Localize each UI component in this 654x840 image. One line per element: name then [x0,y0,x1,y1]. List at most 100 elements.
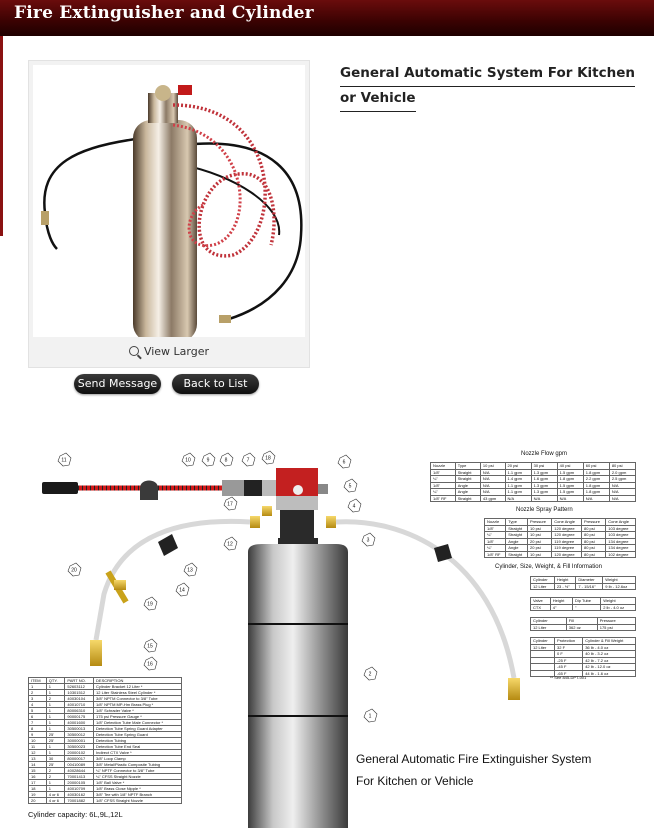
svg-text:14: 14 [179,588,185,594]
table-cell: 80 psi [580,524,607,532]
system-diagram: 11 10 9 8 7 18 6 5 4 17 3 12 13 14 20 19… [22,444,642,836]
product-title-line-2: or Vehicle [340,87,416,112]
callout-18: 18 [261,450,276,465]
table-cell: 42 lb - 12.0 oz [582,663,636,671]
back-to-list-button[interactable]: Back to List [172,374,259,394]
svg-text:1: 1 [369,714,372,720]
table-cell: 23 - ½" [553,582,577,590]
table-cell: 102 degree [605,550,636,558]
table-cell: 12 Liter [530,623,567,631]
table-cell: 40 lb - 3.2 oz [582,650,636,658]
table-header-cell: Weight [602,576,636,584]
table-cell: 120 degree [551,550,582,558]
table-cell: 134 degree [605,544,636,552]
send-message-button[interactable]: Send Message [74,374,161,394]
table-header-cell: Weight [600,597,636,605]
table-cell: ¼" [483,544,507,552]
view-larger-link[interactable]: View Larger [29,345,309,358]
page-title: Fire Extinguisher and Cylinder [14,3,314,23]
table-header-cell: Protection [554,637,584,645]
table-header-cell: Nozzle [483,518,507,526]
table-header-cell: Cylinder [530,576,555,584]
table-cell: N/A [504,494,532,502]
table-cell: 70001882 [64,797,95,804]
cylinder-info-title: Cylinder, Size, Weight, & Fill Informati… [495,564,602,570]
product-title-line-1: General Automatic System For Kitchen [340,62,636,87]
svg-text:11: 11 [61,458,66,464]
svg-text:16: 16 [147,662,153,668]
callout-1: 1 [363,708,378,723]
product-title: General Automatic System For Kitchen or … [340,62,640,112]
table-header-cell: Pressure [527,518,553,526]
table-cell: " [571,603,602,611]
svg-text:12: 12 [227,542,233,548]
svg-text:20: 20 [71,568,77,574]
table-cell: 20 psi [527,544,553,552]
table-cell: 103 degree [605,524,636,532]
table-header-cell: Cone Angle [605,518,636,526]
callout-19: 19 [143,596,158,611]
callout-2: 2 [363,666,378,681]
table-cell: 42 lb - 7.2 oz [582,656,636,664]
svg-text:18: 18 [265,456,271,462]
caption-line-1: General Automatic Fire Extinguisher Syst… [356,752,592,766]
svg-text:9: 9 [207,458,210,464]
table-cell: 1/8" [483,524,507,532]
table-cell: 43 gpm [479,494,506,502]
table-cell: 1/8" [483,537,507,545]
callout-16: 16 [143,656,158,671]
table-cell: 80 psi [580,531,607,539]
caption-line-2: For Kitchen or Vehicle [356,774,474,788]
see-note: ** See 845-DPT-001 [550,675,587,680]
callout-12: 12 [223,536,238,551]
table-cell: 10 psi [527,531,553,539]
table-cell: CTX [530,603,551,611]
table-cell: N/A [530,494,558,502]
table-cell: 44 lb - 1.6 oz [582,669,636,677]
table-cell: Straight [505,550,529,558]
svg-text:17: 17 [227,502,233,508]
table-cell: 4" [549,603,573,611]
magnifier-icon [128,346,139,356]
product-photo[interactable] [33,65,305,342]
svg-text:8: 8 [225,458,228,464]
table-cell: 80 psi [580,550,607,558]
callout-4: 4 [347,498,362,513]
callout-9: 9 [201,452,216,467]
table-cell: 20 psi [527,537,553,545]
table-cell: 80 psi [580,537,607,545]
callout-17: 17 [223,496,238,511]
callout-14: 14 [175,582,190,597]
table-cell: 9 lb - 12.6oz [602,582,636,590]
svg-text:4: 4 [353,504,356,510]
callout-markers: 11 10 9 8 7 18 6 5 4 17 3 12 13 14 20 19… [57,450,378,723]
view-larger-label: View Larger [143,345,210,358]
table-cell: N/A [608,494,637,502]
svg-text:10: 10 [185,458,191,464]
table-header-cell: Pressure [580,518,607,526]
table-cell: 7 - 15/16" [575,582,604,590]
callout-3: 3 [361,532,376,547]
svg-text:15: 15 [147,644,153,650]
